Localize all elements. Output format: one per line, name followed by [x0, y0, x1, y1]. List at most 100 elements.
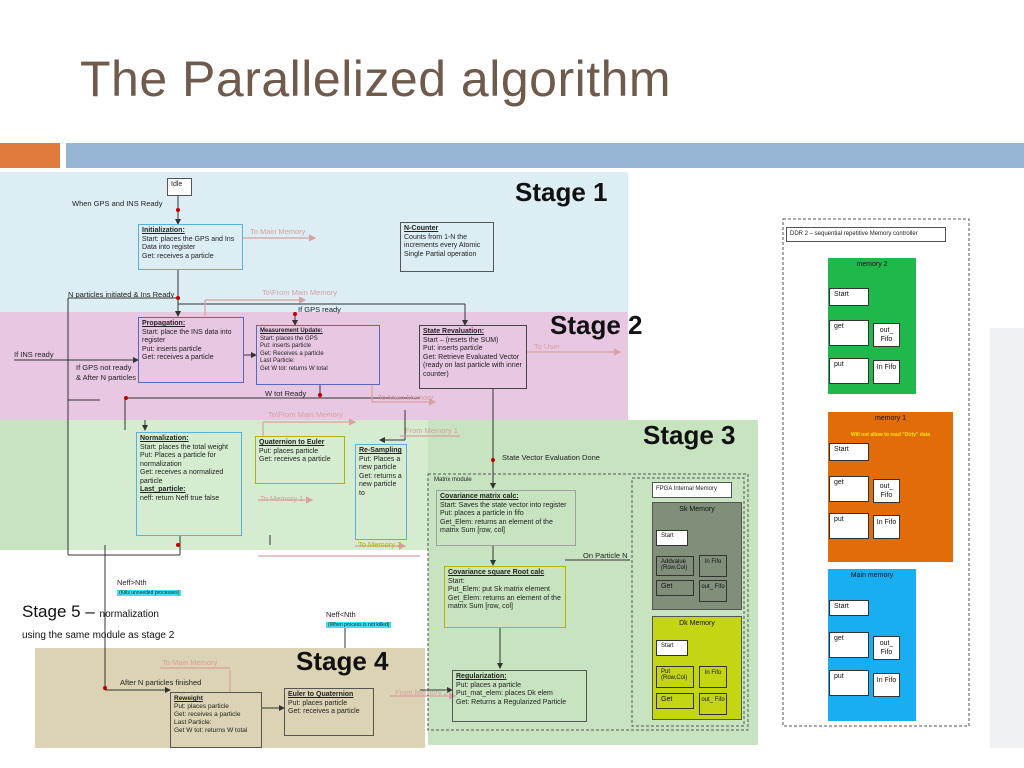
reg-put-mat: Put_mat_elem: places Dk elem — [456, 690, 553, 697]
cov-start: Start: Saves the state vector into regis… — [440, 501, 567, 509]
prop-put: Put: inserts particle — [142, 345, 202, 353]
rew-get: Get: receives a particle — [174, 711, 241, 718]
stage2-band — [0, 312, 628, 420]
fpga-memory-label: FPGA Internal Memory — [656, 486, 718, 492]
n-particles-label: N particles initiated & Ins Ready — [68, 290, 175, 299]
dk-put-button[interactable]: Put (Row,Col) — [656, 666, 694, 688]
res-get: Get: returns a new particle to — [359, 472, 402, 497]
main-memory-get-button[interactable]: get — [829, 632, 869, 658]
state-title: State Revaluation: — [423, 328, 485, 335]
matrix-module-label: Matrix module — [434, 477, 472, 483]
memory2-start-button[interactable]: Start — [829, 288, 869, 306]
meas-put: Put: inserts particle — [260, 343, 312, 349]
from-memory2-label: From Memory 2 — [395, 688, 448, 697]
main-memory-start-button[interactable]: Start — [829, 600, 869, 616]
rew-wtot: Get W tot: returns W total — [174, 727, 248, 734]
if-gps-ready-label: If GPS ready — [298, 305, 341, 314]
neff-gt-label: Neff>Nth — [117, 578, 147, 587]
sk-out-fifo: out_ Fifo — [699, 580, 727, 602]
state-get: Get: Retrieve Evaluated Vector (ready on… — [423, 353, 522, 378]
main-memory-out-fifo: out_ Fifo — [873, 636, 900, 660]
stage5-line2: using the same module as stage 2 — [22, 630, 175, 641]
memory2-put-button[interactable]: put — [829, 358, 869, 384]
page-title: The Parallelized algorithm — [80, 51, 672, 107]
to-from-main-label-2: To\From Main Memory — [268, 410, 344, 419]
stage2-label: Stage 2 — [550, 310, 643, 340]
memory2-get-button[interactable]: get — [829, 320, 869, 346]
memory1-put-button[interactable]: put — [829, 513, 869, 539]
meas-title: Measurement Update: — [260, 328, 323, 334]
propagation-box: Propagation: Start: place the INS data i… — [138, 317, 244, 383]
reg-put: Put: places a particle — [456, 681, 521, 689]
res-title: Re-Sampling — [359, 447, 402, 454]
state-start: Start – (resets the SUM) — [423, 336, 499, 344]
memory1-start-button[interactable]: Start — [829, 443, 869, 461]
quat-get: Get: receives a particle — [259, 456, 331, 463]
norm-get: Get: receives a normalized particle — [140, 469, 224, 485]
memory1-out-fifo: out_ Fifo — [873, 479, 900, 503]
norm-last: Last_particle: — [140, 486, 186, 493]
stage3-inner — [68, 420, 428, 550]
cov-put: Put: places a particle in fifo — [440, 510, 524, 517]
norm-title: Normalization: — [140, 435, 189, 442]
sk-addvalue-button[interactable]: Addvalue (Row,Col) — [656, 556, 694, 576]
dk-start-button[interactable]: Start — [656, 640, 688, 656]
stage5-small: normalization — [99, 609, 159, 620]
norm-neff: neff: return Neff true false — [140, 494, 220, 502]
neff-lt-note: (When process is not killed) — [326, 619, 392, 628]
neff-gt-note-text: (Kills unneeded processes) — [117, 590, 182, 596]
normalization-box: Normalization: Start: places the total w… — [136, 432, 242, 536]
dk-get-button[interactable]: Get — [656, 693, 694, 709]
resampling-box: Re-Sampling Put: Places a new particle G… — [355, 444, 407, 540]
regularization-box: Regularization: Put: places a particle P… — [452, 670, 587, 722]
main-memory-in-fifo: In Fifo — [873, 673, 900, 697]
when-gps-label: When GPS and INS Ready — [72, 199, 163, 208]
to-user-label: To User — [534, 342, 560, 351]
to-main-memory-label-2: To Main Memory — [378, 393, 434, 402]
accent-bar-blue — [66, 143, 1024, 168]
memory2-out-fifo: out_ Fifo — [873, 323, 900, 347]
csr-put: Put_Elem: put Sk matrix element — [448, 586, 550, 593]
quat-title: Quaternion to Euler — [259, 439, 325, 446]
on-particle-n-label: On Particle N — [583, 551, 628, 560]
if-gps-not-ready-label: If GPS not ready — [76, 363, 132, 372]
state-revaluation-box: State Revaluation: Start – (resets the S… — [419, 325, 527, 389]
stage4-label: Stage 4 — [296, 646, 389, 676]
meas-start: Start: places the GPS — [260, 335, 318, 342]
right-panel — [990, 328, 1024, 748]
memory1-note: Will not allow to read "Dirty" data — [850, 432, 931, 438]
rew-title: Reweight — [174, 695, 203, 702]
norm-put: Put: Places a particle for normalization — [140, 452, 216, 468]
neff-gt-note: (Kills unneeded processes) — [117, 587, 182, 596]
sk-get-button[interactable]: Get — [656, 580, 694, 596]
measurement-update-box: Measurement Update: Start: places the GP… — [256, 325, 380, 385]
stage1-label: Stage 1 — [515, 177, 608, 207]
memory1-in-fifo: In Fifo — [873, 515, 900, 539]
e2q-title: Euler to Quaternion — [288, 691, 354, 698]
memory1-get-button[interactable]: get — [829, 476, 869, 502]
initialization-box: Initialization: Start: places the GPS an… — [138, 224, 243, 270]
covariance-matrix-box: Covariance matrix calc: Start: Saves the… — [436, 490, 576, 546]
dk-in-fifo: In Fifo — [699, 666, 727, 688]
to-from-main-label-1: To\From Main Memory — [262, 288, 338, 297]
ncounter-box: N-Counter Counts from 1-N the increments… — [400, 222, 494, 272]
csr-start: Start: — [448, 577, 465, 585]
ddr-title: DDR 2 – sequential repetitive Memory con… — [790, 231, 918, 237]
euler-quaternion-box: Euler to Quaternion Put: places particle… — [284, 688, 374, 736]
idle-label: Idle — [171, 181, 183, 188]
e2q-get: Get: receives a particle — [288, 708, 360, 715]
fpga-memory-label-box: FPGA Internal Memory — [652, 482, 732, 498]
main-memory-title: Main memory — [850, 572, 894, 579]
main-memory-put-button[interactable]: put — [829, 670, 869, 696]
e2q-put: Put: places particle — [288, 699, 348, 707]
memory2-title: memory 2 — [856, 261, 888, 268]
rew-put: Put: places particle — [174, 703, 229, 710]
sk-in-fifo: In Fifo — [699, 555, 727, 577]
norm-start: Start: places the total weight — [140, 443, 228, 451]
w-tot-ready-label: W tot Ready — [265, 389, 307, 398]
init-start: Start: places the GPS and Ins Data into … — [142, 235, 235, 252]
to-main-memory-label-3: To Main Memory — [162, 658, 218, 667]
meas-wtot: Get W tot: returns W total — [260, 365, 328, 372]
sk-start-button[interactable]: Start — [656, 530, 688, 546]
dk-out-fifo: out_ Fifo — [699, 693, 727, 715]
